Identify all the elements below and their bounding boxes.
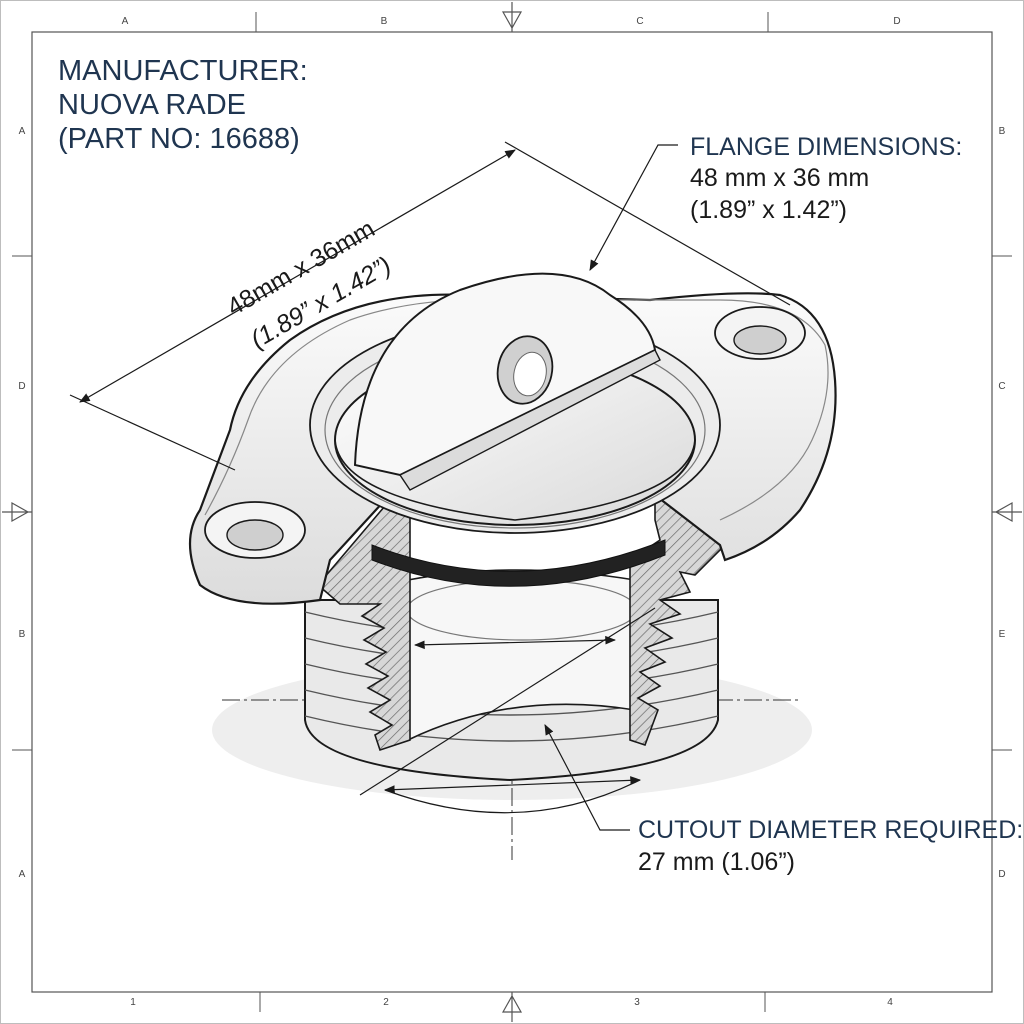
zone-right-4: D: [998, 869, 1005, 880]
mounting-hole-left: [204, 501, 306, 559]
zone-markers: A B C D 1 2 3 4 A D B A B C E D: [18, 16, 1005, 1008]
zone-top-2: B: [381, 16, 388, 27]
zone-bottom-2: 2: [383, 997, 389, 1008]
zone-bottom-3: 3: [634, 997, 640, 1008]
zone-top-4: D: [893, 16, 900, 27]
flange-callout-leader: [589, 144, 678, 271]
mounting-hole-right: [714, 306, 806, 360]
o-ring: [371, 539, 666, 587]
cutout-callout: CUTOUT DIAMETER REQUIRED: 27 mm (1.06”): [638, 816, 1023, 876]
manufacturer-label: MANUFACTURER:: [58, 55, 308, 87]
cutout-dimension: [359, 607, 656, 831]
cutout-callout-value: 27 mm (1.06”): [638, 848, 795, 876]
zone-right-2: C: [998, 381, 1005, 392]
flange-callout: FLANGE DIMENSIONS: 48 mm x 36 mm (1.89” …: [690, 133, 962, 224]
center-mark-top: [501, 2, 523, 32]
zone-left-3: B: [19, 629, 26, 640]
center-mark-bottom: [501, 992, 523, 1022]
zone-left-4: A: [19, 869, 26, 880]
part-number: (PART NO: 16688): [58, 123, 300, 155]
zone-top-3: C: [636, 16, 643, 27]
zone-left-2: D: [18, 381, 25, 392]
flange-dimension-line: [69, 141, 791, 471]
flange-callout-metric: 48 mm x 36 mm: [690, 164, 869, 192]
zone-left-1: A: [19, 126, 26, 137]
manufacturer-name: NUOVA RADE: [58, 89, 246, 121]
center-mark-right: [992, 501, 1022, 523]
zone-bottom-4: 4: [887, 997, 893, 1008]
cutout-callout-heading: CUTOUT DIAMETER REQUIRED:: [638, 816, 1023, 844]
zone-right-3: E: [999, 629, 1006, 640]
flange-callout-heading: FLANGE DIMENSIONS:: [690, 133, 962, 161]
zone-bottom-1: 1: [130, 997, 136, 1008]
center-mark-left: [2, 501, 32, 523]
zone-right-1: B: [999, 126, 1006, 137]
flange-callout-imperial: (1.89” x 1.42”): [690, 196, 847, 224]
zone-top-1: A: [122, 16, 129, 27]
